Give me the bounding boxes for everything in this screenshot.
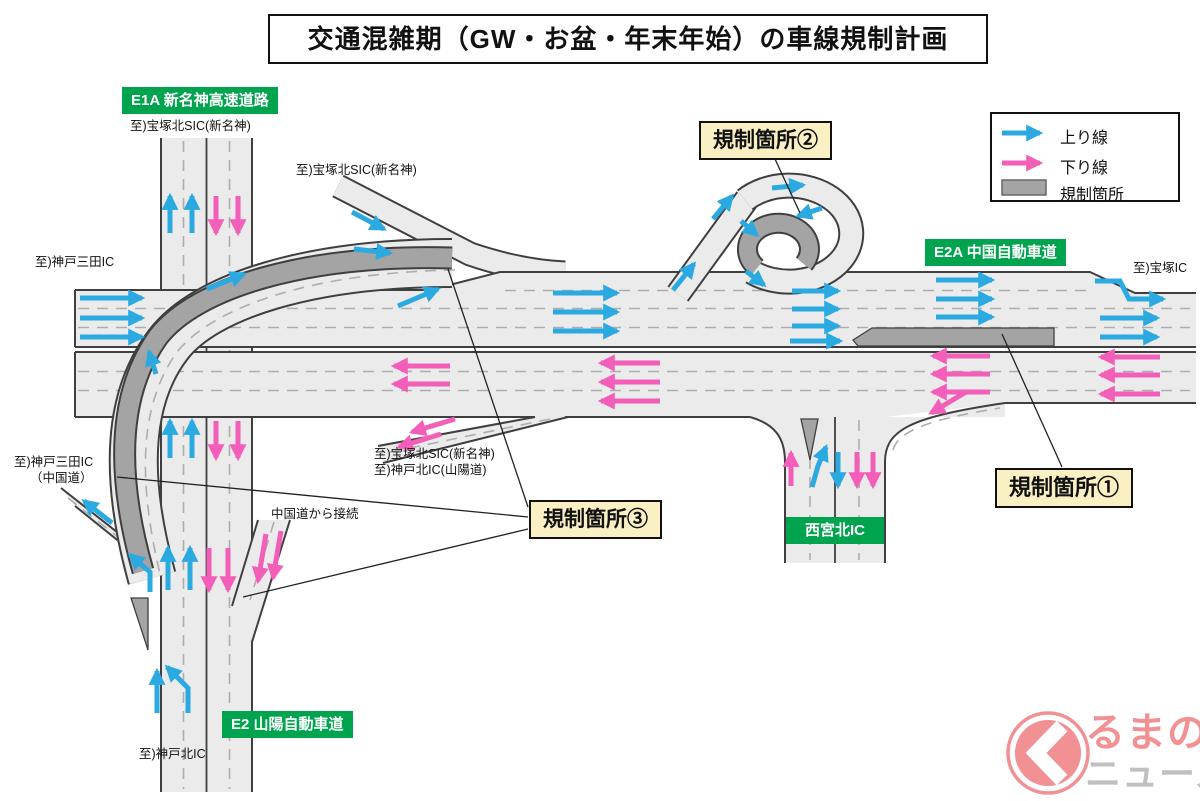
label-kobe-sanda-chugoku-2: （中国道） <box>30 471 93 485</box>
label-takarazuka-kita-branch: 至)宝塚北SIC(新名神) <box>296 163 417 177</box>
legend-symbols <box>1001 124 1047 196</box>
legend-down-label: 下り線 <box>1060 160 1109 177</box>
legend-up-label: 上り線 <box>1060 130 1109 147</box>
label-kobe-sanda-chugoku-1: 至)神戸三田IC <box>14 455 94 469</box>
vertical-road-shinmeishin <box>160 138 253 792</box>
diagram-title: 交通混雑期（GW・お盆・年末年始）の車線規制計画 <box>268 14 988 64</box>
label-exit-ramp-1: 至)宝塚北SIC(新名神) <box>374 447 495 461</box>
curved-ramp-restricted-3 <box>108 238 456 585</box>
regulation-box-3: 規制箇所③ <box>529 500 662 539</box>
logo-ku-icon <box>1025 720 1068 786</box>
badge-nishinomiya-kita-ic: 西宮北IC <box>786 517 884 544</box>
up-line-arrows <box>80 177 1167 713</box>
down-line-arrows <box>200 196 1160 594</box>
label-exit-ramp-2: 至)神戸北IC(山陽道) <box>374 463 487 477</box>
restricted-wedge-ic <box>800 418 819 461</box>
legend-restricted-label: 規制箇所 <box>1060 187 1125 204</box>
regulation-box-2: 規制箇所② <box>699 121 832 160</box>
legend-restricted-swatch <box>1001 179 1047 196</box>
watermark-text-gray: ニュース <box>1085 753 1200 794</box>
label-chugoku-connect: 中国道から接続 <box>271 507 359 521</box>
logo-disc <box>1015 720 1081 786</box>
label-takarazuka-kita-top: 至)宝塚北SIC(新名神) <box>130 119 251 133</box>
label-takarazuka-ic: 至)宝塚IC <box>1133 261 1188 275</box>
restricted-strip-bottom <box>130 597 149 651</box>
badge-e2a-chugoku: E2A 中国自動車道 <box>925 239 1066 266</box>
label-kobe-sanda: 至)神戸三田IC <box>35 255 115 269</box>
leader-lines <box>116 158 1063 598</box>
watermark-text-red: るまの <box>1085 711 1200 755</box>
watermark-logo: るまの ニュース <box>1006 711 1200 795</box>
regulation-box-1: 規制箇所① <box>995 468 1134 508</box>
badge-e1a-shinmeishin: E1A 新名神高速道路 <box>122 87 278 114</box>
badge-e2-sanyo: E2 山陽自動車道 <box>222 711 353 738</box>
label-kobe-kita: 至)神戸北IC <box>139 747 206 761</box>
restricted-wedge-1 <box>852 327 1055 347</box>
legend-box <box>990 112 1180 202</box>
loop-ramp-restricted-2 <box>667 172 865 302</box>
